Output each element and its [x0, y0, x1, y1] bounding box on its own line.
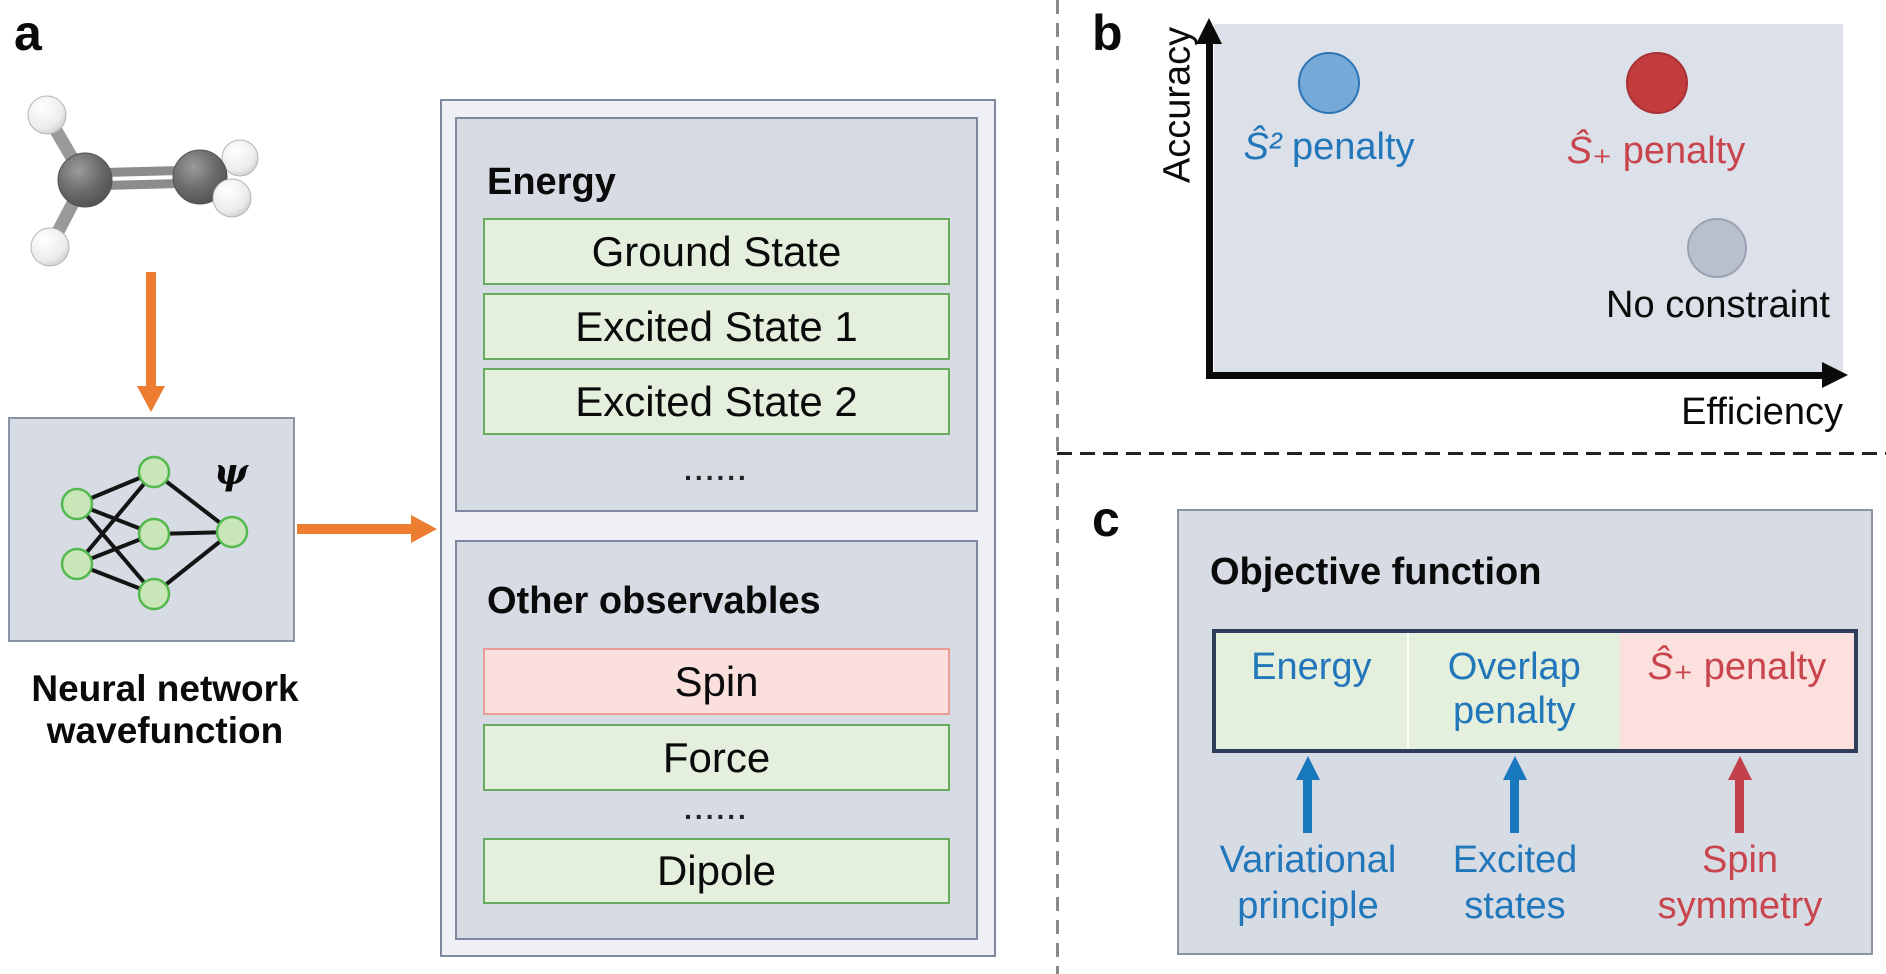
down-arrow-icon: [146, 272, 156, 386]
down-arrowhead-icon: [137, 386, 165, 412]
bar-splus-symbol: Ŝ₊: [1647, 646, 1694, 688]
bar-overlap-line1: Overlap: [1447, 646, 1581, 688]
y-axis-arrowhead-icon: [1196, 18, 1222, 44]
psi-symbol: ψ: [214, 451, 248, 493]
bar-overlap-line2: penalty: [1453, 690, 1576, 732]
x-axis-arrowhead-icon: [1822, 362, 1848, 388]
energy-row-ground-state: Ground State: [483, 218, 950, 285]
efficiency-axis-label: Efficiency: [1681, 391, 1843, 433]
nn-caption-line2: wavefunction: [46, 710, 284, 751]
bar-spin-penalty-section: Ŝ₊ penalty: [1619, 633, 1855, 749]
horizontal-dashed-divider: [1057, 452, 1886, 455]
y-axis: [1206, 42, 1213, 379]
carbon-atom: [57, 152, 113, 208]
observables-title: Other observables: [487, 580, 821, 622]
nn-caption-line1: Neural network: [31, 668, 299, 709]
objective-function-box: Objective function Energy Overlap penalt…: [1177, 509, 1873, 955]
panel-a-label: a: [14, 5, 42, 61]
s2-penalty-label: Ŝ² penalty: [1243, 126, 1414, 169]
hydrogen-atom: [212, 178, 252, 218]
excited-arrow-shaft: [1510, 779, 1519, 833]
spin-line2: symmetry: [1657, 885, 1823, 927]
nn-caption: Neural network wavefunction: [0, 668, 330, 752]
variational-arrow-icon: [1296, 756, 1320, 780]
no-constraint-label: No constraint: [1606, 284, 1830, 326]
bar-spin-penalty-label: Ŝ₊ penalty: [1648, 645, 1827, 689]
right-arrowhead-icon: [411, 515, 437, 543]
objective-function-title: Objective function: [1210, 551, 1542, 593]
variational-line2: principle: [1237, 885, 1379, 927]
outputs-outer-box: Energy Ground State Excited State 1 Exci…: [440, 99, 996, 957]
x-axis: [1206, 372, 1822, 379]
panel-c-label: c: [1092, 491, 1120, 547]
splus-word: penalty: [1622, 130, 1746, 172]
observables-box: Other observables Spin Force ...... Dipo…: [455, 540, 978, 940]
observables-row-dipole: Dipole: [483, 838, 950, 904]
energy-box: Energy Ground State Excited State 1 Exci…: [455, 117, 978, 512]
excited-arrow-icon: [1503, 756, 1527, 780]
ethylene-molecule-image: [27, 95, 259, 267]
carbon-atom: [172, 149, 228, 205]
bar-splus-word: penalty: [1703, 646, 1827, 688]
no-constraint-point: [1687, 218, 1747, 278]
accuracy-axis-label: Accuracy: [1156, 26, 1199, 184]
hydrogen-atom: [221, 139, 259, 177]
energy-row-excited-state-1: Excited State 1: [483, 293, 950, 360]
energy-ellipsis: ......: [684, 455, 749, 486]
excited-states-label: Excited states: [1365, 837, 1665, 929]
variational-line1: Variational: [1219, 839, 1397, 881]
vertical-dashed-divider: [1056, 0, 1059, 974]
objective-bar: Energy Overlap penalty Ŝ₊ penalty: [1212, 629, 1858, 753]
hydrogen-atom: [30, 227, 70, 267]
variational-principle-label: Variational principle: [1158, 837, 1458, 929]
spin-arrow-shaft: [1735, 779, 1744, 833]
variational-arrow-shaft: [1303, 779, 1312, 833]
splus-penalty-label: Ŝ₊ penalty: [1567, 128, 1746, 173]
spin-symmetry-label: Spin symmetry: [1590, 837, 1886, 929]
splus-penalty-point: [1626, 52, 1688, 114]
spin-line1: Spin: [1701, 839, 1779, 881]
bar-energy-label: Energy: [1251, 646, 1372, 688]
neural-network-diagram: [60, 455, 249, 611]
splus-symbol: Ŝ₊: [1566, 130, 1613, 172]
energy-row-excited-state-2: Excited State 2: [483, 368, 950, 435]
s2-symbol: Ŝ²: [1243, 126, 1282, 168]
s2-word: penalty: [1292, 126, 1415, 168]
spin-arrow-icon: [1728, 756, 1752, 780]
observables-ellipsis: ......: [684, 794, 749, 825]
network-nodes: [60, 455, 249, 611]
excited-line1: Excited: [1452, 839, 1578, 881]
energy-title: Energy: [487, 161, 616, 203]
bar-energy-section: Energy: [1216, 633, 1407, 749]
neural-network-box: ψ: [8, 417, 295, 642]
right-arrow-icon: [297, 524, 411, 534]
bar-overlap-section: Overlap penalty: [1406, 633, 1620, 749]
s2-penalty-point: [1298, 52, 1360, 114]
excited-line2: states: [1464, 885, 1566, 927]
observables-row-force: Force: [483, 724, 950, 791]
hydrogen-atom: [27, 95, 67, 135]
panel-b-label: b: [1092, 5, 1123, 61]
observables-row-spin: Spin: [483, 648, 950, 715]
